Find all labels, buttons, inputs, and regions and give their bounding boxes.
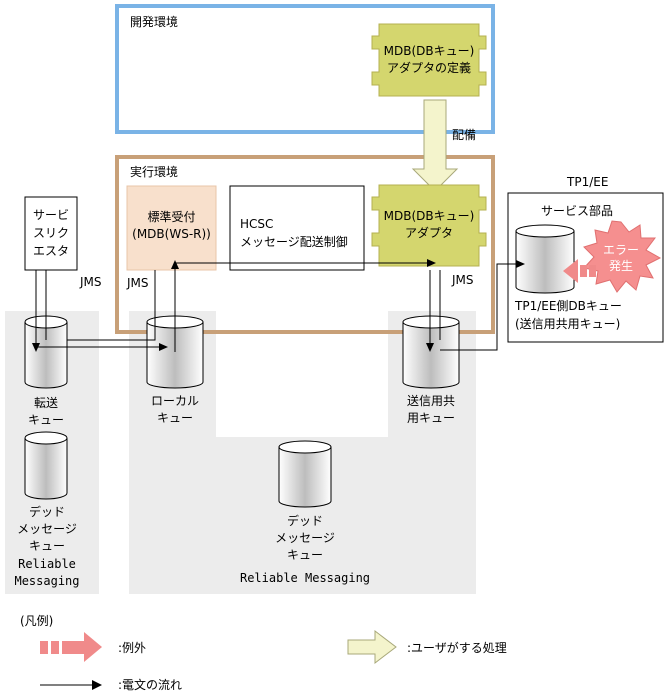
service-part-label: サービス部品 <box>541 204 614 218</box>
legend-exception-label: :例外 <box>118 641 147 655</box>
jms-right-label: JMS <box>452 273 474 287</box>
adapter-definition-box <box>371 23 487 97</box>
dev-environment-label: 開発環境 <box>130 15 179 29</box>
message-flow-arrowheads <box>32 259 525 352</box>
standard-receiver-box <box>126 185 217 271</box>
transfer-queue-label-line1: 転送 <box>33 396 58 410</box>
error-label-line2: 発生 <box>608 259 633 273</box>
send-shared-queue-label-line1: 送信用共 <box>406 394 455 408</box>
hcsc-label-line2: メッセージ配送制御 <box>240 235 348 249</box>
exec-environment-label: 実行環境 <box>130 165 179 179</box>
dead-queue-center-label-line3: キュー <box>286 548 323 562</box>
service-requester-box <box>24 196 78 271</box>
send-shared-queue-cylinder <box>402 315 460 389</box>
service-requester-label-line2: スリク <box>32 226 69 240</box>
dead-queue-left-label-line3: キュー <box>28 539 65 553</box>
dead-letter-queue-left-cylinder <box>24 431 68 500</box>
deploy-arrow <box>411 99 459 192</box>
transfer-queue-label-line2: キュー <box>27 413 64 427</box>
hcsc-label-line1: HCSC <box>240 217 274 231</box>
dead-queue-center-label-line2: メッセージ <box>275 531 335 545</box>
dead-queue-left-label-line2: メッセージ <box>17 522 77 536</box>
exec-environment-box <box>115 155 495 334</box>
jms-left-label: JMS <box>80 275 102 289</box>
dead-letter-queue-center-cylinder <box>278 440 332 508</box>
tp1ee-title: TP1/EE <box>567 175 609 189</box>
send-shared-queue-label-line2: 用キュー <box>406 411 455 425</box>
legend-user-process-label: :ユーザがする処理 <box>407 641 507 655</box>
reliable-left-label-line1: Reliable <box>18 557 76 571</box>
local-queue-cylinder <box>146 315 204 389</box>
error-starburst <box>583 220 662 293</box>
legend-user-process-arrow-icon <box>347 629 397 665</box>
local-queue-label-line2: キュー <box>156 411 193 425</box>
exception-arrow <box>563 259 596 283</box>
hcsc-box <box>229 185 365 271</box>
legend-exception-arrow-icon <box>40 632 102 662</box>
adapter-label-line2: アダプタ <box>404 226 453 240</box>
service-requester-label-line1: サービ <box>32 208 69 222</box>
deploy-label: 配備 <box>452 128 477 142</box>
legend-message-flow-label: :電文の流れ <box>118 678 183 692</box>
adapter-definition-label-line1: MDB(DBキュー) <box>383 44 475 58</box>
jms-mid-label: JMS <box>127 276 149 290</box>
dead-queue-left-label-line1: デッド <box>28 505 65 519</box>
legend-message-flow-arrow-icon <box>40 680 102 690</box>
tp1ee-queue-cylinder <box>515 224 575 294</box>
local-queue-label-line1: ローカル <box>150 394 199 408</box>
adapter-label-line1: MDB(DBキュー) <box>383 209 475 223</box>
adapter-box <box>371 184 487 267</box>
dev-environment-box <box>115 4 495 134</box>
reliable-left-label-line2: Messaging <box>14 574 80 588</box>
service-requester-label-line3: エスタ <box>32 244 69 258</box>
tp1ee-queue-label-line2: (送信用共用キュー) <box>515 317 621 331</box>
adapter-definition-label-line2: アダプタの定義 <box>386 61 471 75</box>
tp1ee-queue-label-line1: TP1/EE側DBキュー <box>515 299 622 313</box>
standard-receiver-label-line1: 標準受付 <box>147 210 196 224</box>
legend-title: (凡例) <box>20 614 54 628</box>
standard-receiver-label-line2: (MDB(WS-R)) <box>132 227 211 241</box>
reliable-center-label: Reliable Messaging <box>239 571 371 585</box>
dead-queue-center-label-line1: デッド <box>286 514 323 528</box>
error-label-line1: エラー <box>602 243 639 257</box>
